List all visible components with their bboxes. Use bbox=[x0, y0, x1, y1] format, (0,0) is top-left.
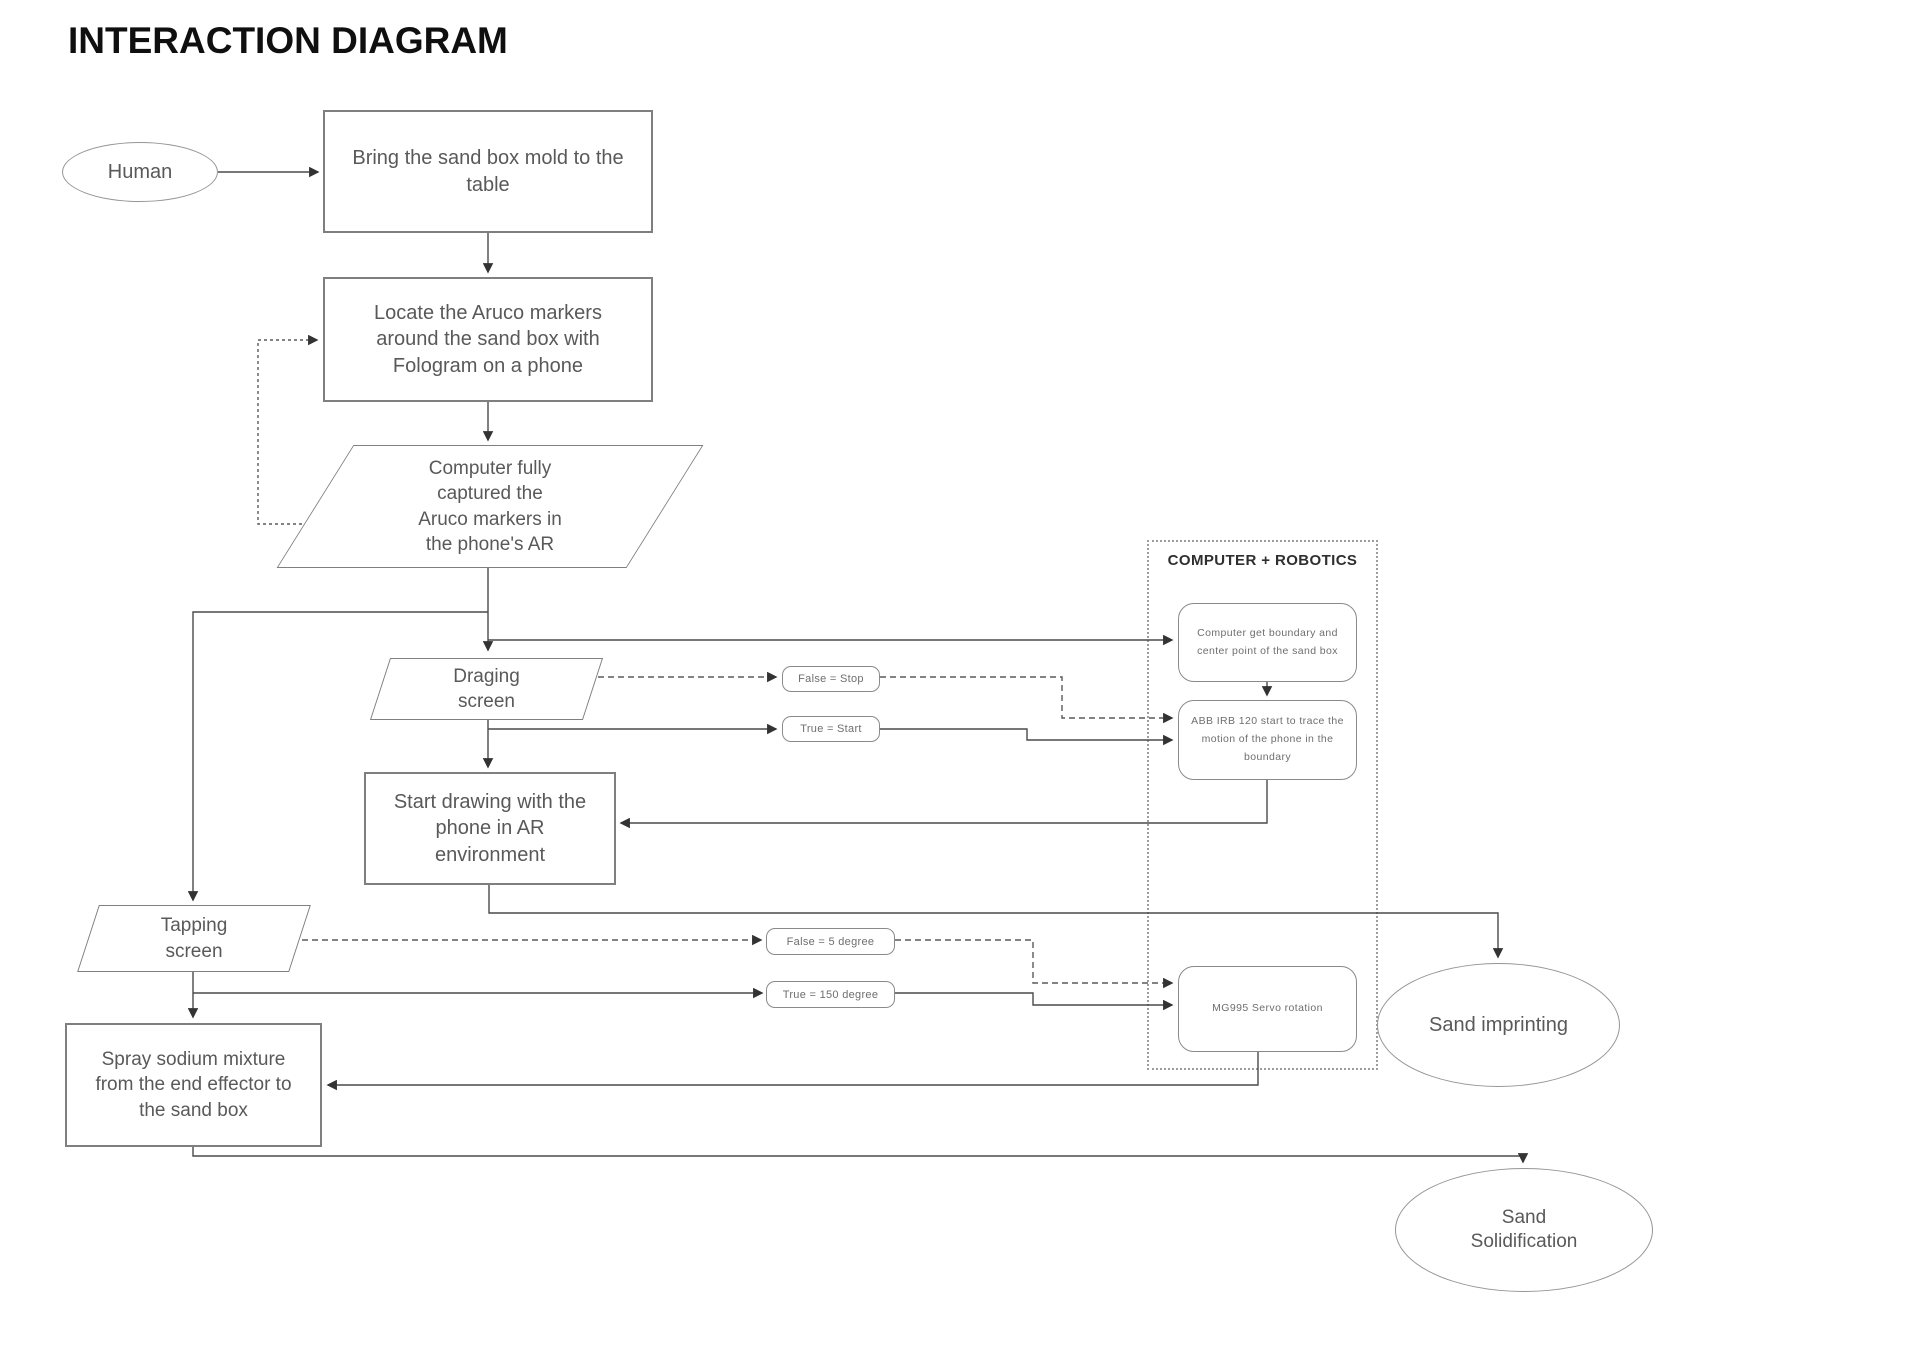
computer-robotics-group-title: COMPUTER + ROBOTICS bbox=[1167, 552, 1358, 569]
sand-imprinting-node: Sand imprinting bbox=[1377, 963, 1620, 1087]
edge-truestart-to-abb bbox=[880, 728, 1174, 746]
false-stop-node: False = Stop bbox=[782, 666, 880, 692]
page-title: INTERACTION DIAGRAM bbox=[68, 20, 508, 61]
captured-markers-node: Computer fully captured the Aruco marker… bbox=[276, 445, 704, 568]
tapping-screen-label: Tapping screen bbox=[160, 915, 228, 962]
human-label: Human bbox=[107, 160, 173, 183]
sand-solidification-label: Sand Solidification bbox=[1470, 1207, 1578, 1252]
false-5-degree-node: False = 5 degree bbox=[766, 928, 895, 955]
human-node: Human bbox=[62, 142, 218, 202]
edge-true150-to-mg995 bbox=[895, 992, 1174, 1011]
bring-sandbox-node: Bring the sand box mold to the table bbox=[323, 110, 653, 233]
edge-false5-to-mg995 bbox=[895, 939, 1174, 989]
draging-screen-label: Draging screen bbox=[453, 665, 520, 712]
computer-robotics-group: COMPUTER + ROBOTICS bbox=[1147, 540, 1378, 1070]
abb-irb120-node: ABB IRB 120 start to trace the motion of… bbox=[1178, 700, 1357, 780]
computer-boundary-label: Computer get boundary and center point o… bbox=[1197, 626, 1338, 657]
edge-abb-to-startdrawing bbox=[619, 780, 1268, 829]
true-start-node: True = Start bbox=[782, 716, 880, 742]
spray-sodium-label: Spray sodium mixture from the end effect… bbox=[95, 1049, 292, 1121]
mg995-servo-label: MG995 Servo rotation bbox=[1212, 1002, 1323, 1015]
computer-boundary-node: Computer get boundary and center point o… bbox=[1178, 603, 1357, 682]
true-150-degree-label: True = 150 degree bbox=[782, 988, 879, 1001]
edge-mg995-to-spray bbox=[326, 1052, 1259, 1091]
mg995-servo-node: MG995 Servo rotation bbox=[1178, 966, 1357, 1052]
true-150-degree-node: True = 150 degree bbox=[766, 981, 895, 1008]
start-drawing-label: Start drawing with the phone in AR envir… bbox=[393, 790, 587, 866]
false-stop-label: False = Stop bbox=[798, 673, 864, 685]
locate-markers-label: Locate the Aruco markers around the sand… bbox=[374, 301, 602, 377]
captured-markers-label: Computer fully captured the Aruco marker… bbox=[418, 458, 562, 555]
spray-sodium-node: Spray sodium mixture from the end effect… bbox=[65, 1023, 322, 1147]
edge-spray-to-sandsolidification bbox=[192, 1147, 1529, 1164]
edge-captured-to-tapping bbox=[187, 611, 488, 902]
edge-startdrawing-to-sandimprinting bbox=[488, 885, 1504, 959]
sand-imprinting-label: Sand imprinting bbox=[1429, 1013, 1568, 1036]
draging-screen-node: Draging screen bbox=[369, 658, 604, 720]
start-drawing-node: Start drawing with the phone in AR envir… bbox=[364, 772, 616, 885]
abb-irb120-label: ABB IRB 120 start to trace the motion of… bbox=[1191, 715, 1344, 763]
bring-sandbox-label: Bring the sand box mold to the table bbox=[352, 147, 624, 196]
false-5-degree-label: False = 5 degree bbox=[786, 935, 875, 948]
edge-captured-feedback-to-locate bbox=[257, 334, 344, 525]
sand-solidification-node: Sand Solidification bbox=[1395, 1168, 1653, 1292]
locate-markers-node: Locate the Aruco markers around the sand… bbox=[323, 277, 653, 402]
true-start-label: True = Start bbox=[800, 723, 862, 735]
tapping-screen-node: Tapping screen bbox=[77, 905, 311, 972]
edge-falsestop-to-abb bbox=[880, 676, 1174, 724]
